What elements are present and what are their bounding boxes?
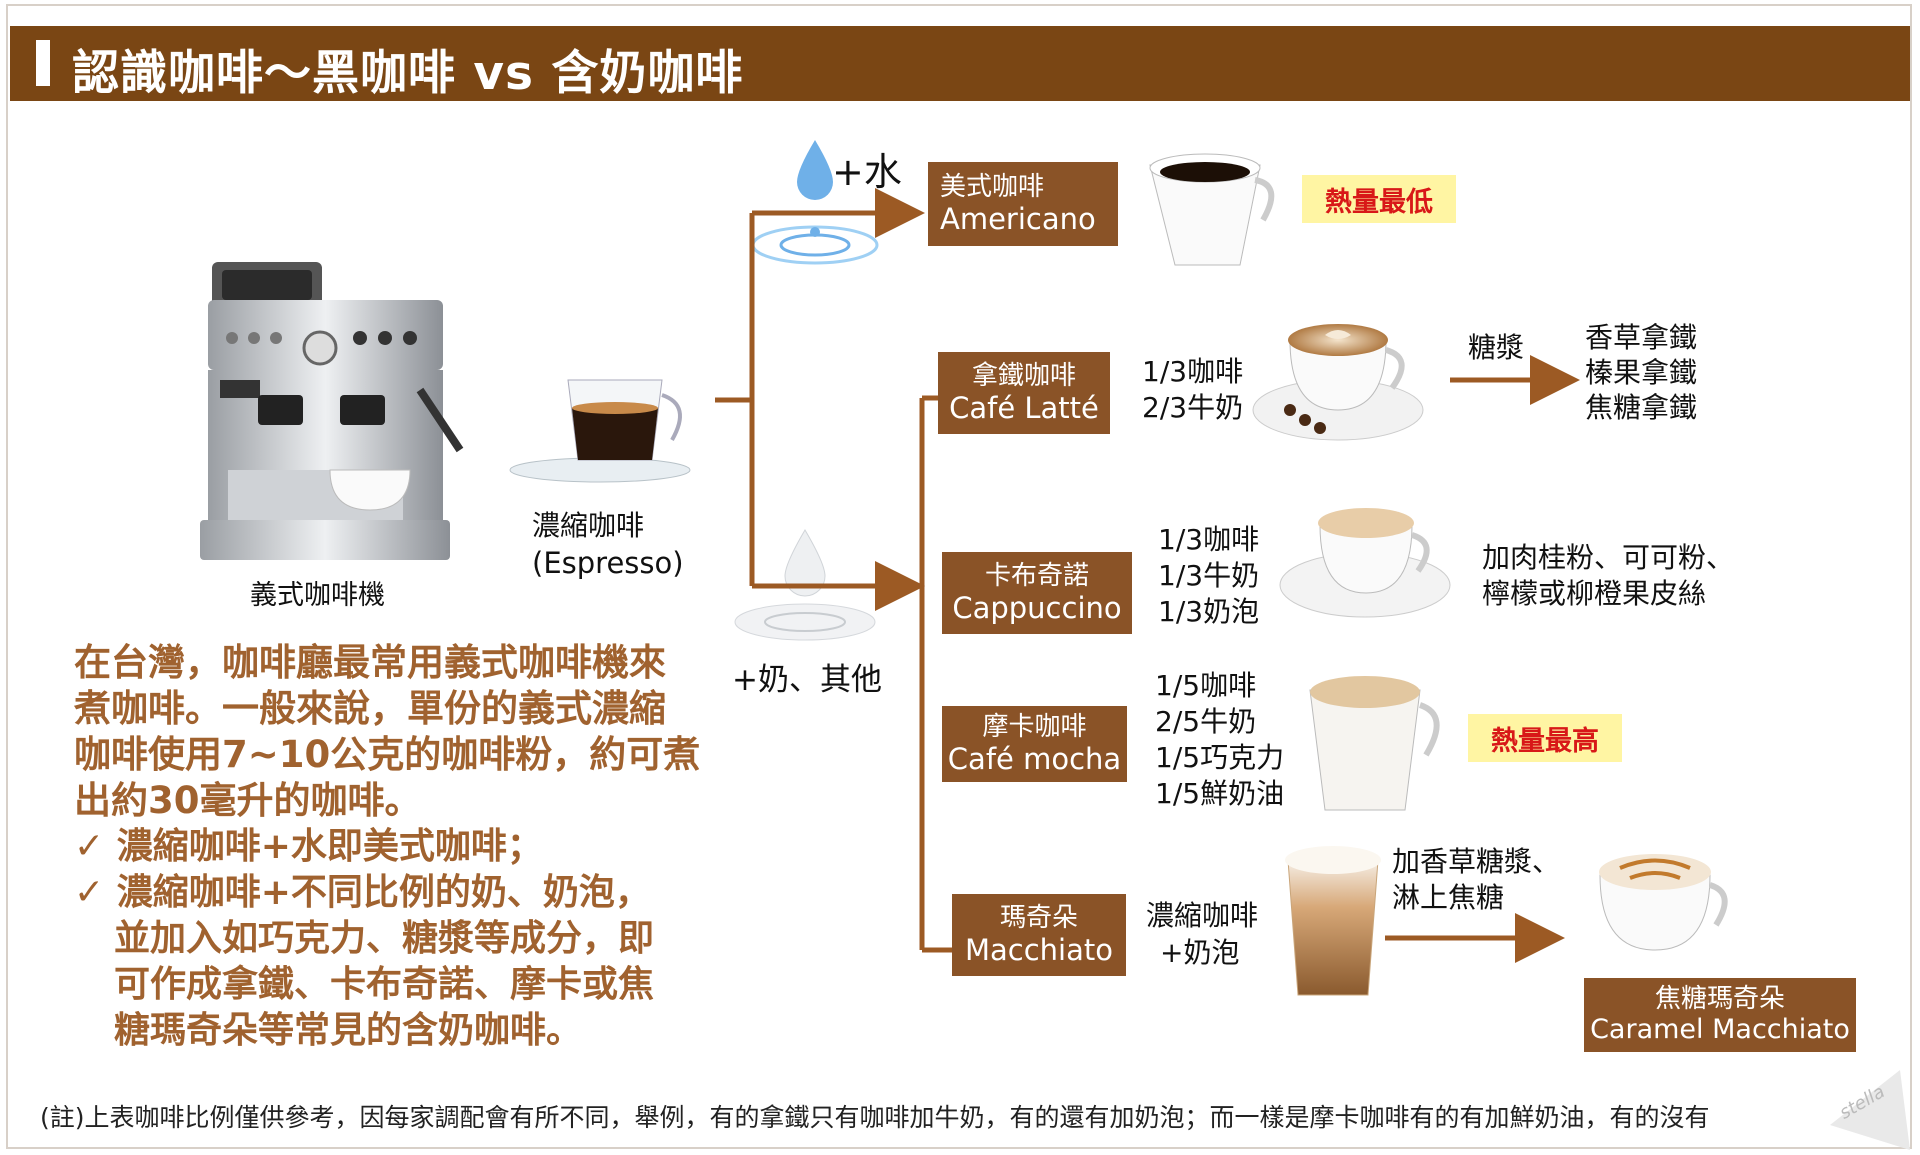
cappuccino-cup-icon (1279, 508, 1451, 618)
mocha-ratio-4: 1/5鮮奶油 (1155, 777, 1285, 810)
mocha-en: Café mocha (947, 742, 1122, 777)
check-item-text: 濃縮咖啡+不同比例的奶、奶泡， (116, 872, 651, 913)
box-macchiato: 瑪奇朵 Macchiato (952, 894, 1126, 976)
mocha-zh: 摩卡咖啡 (982, 711, 1087, 742)
mocha-ratio-2: 2/5牛奶 (1155, 705, 1257, 738)
latte-zh: 拿鐵咖啡 (971, 360, 1076, 391)
macchiato-extra-2: 淋上焦糖 (1392, 881, 1505, 914)
caramel-macchiato-cup-icon (1599, 854, 1728, 951)
box-latte: 拿鐵咖啡 Café Latté (938, 352, 1110, 434)
cappuccino-ratio-1: 1/3咖啡 (1158, 523, 1260, 556)
iced-macchiato-glass-icon (1285, 846, 1381, 996)
macchiato-ratio-2: +奶泡 (1160, 936, 1240, 969)
page-title: 認識咖啡～黑咖啡 vs 含奶咖啡 (72, 46, 744, 101)
macchiato-en: Macchiato (964, 933, 1113, 968)
espresso-cup-icon (509, 379, 691, 483)
cappuccino-en: Cappuccino (952, 591, 1122, 626)
latte-ratio-1: 1/3咖啡 (1142, 355, 1244, 388)
milk-label: +奶、其他 (732, 662, 882, 698)
paragraph-line: 咖啡使用7~10公克的咖啡粉，約可煮 (74, 733, 701, 776)
check-item-2-cont: 可作成拿鐵、卡布奇諾、摩卡或焦 (114, 964, 655, 1005)
latte-en: Café Latté (949, 391, 1099, 426)
cappuccino-ratio-3: 1/3奶泡 (1158, 595, 1260, 628)
paragraph-line: 出約30毫升的咖啡。 (74, 779, 422, 822)
macchiato-zh: 瑪奇朵 (999, 902, 1078, 933)
check-item-2: ✓ 濃縮咖啡+不同比例的奶、奶泡， (74, 870, 651, 916)
latte-ratio-2: 2/3牛奶 (1142, 391, 1244, 424)
americano-cup-icon (1149, 153, 1275, 266)
check-item-2-cont: 糖瑪奇朵等常見的含奶咖啡。 (114, 1010, 583, 1051)
box-caramel-macchiato: 焦糖瑪奇朵 Caramel Macchiato (1584, 978, 1856, 1052)
check-icon: ✓ (74, 872, 105, 913)
milk-drop-icon (734, 529, 876, 641)
intro-paragraph: 在台灣，咖啡廳最常用義式咖啡機來 煮咖啡。一般來說，單份的義式濃縮 咖啡使用7~… (74, 640, 734, 824)
cappuccino-zh: 卡布奇諾 (984, 560, 1089, 591)
latte-variant-2: 榛果拿鐵 (1585, 356, 1698, 389)
connector-lines (715, 188, 1580, 963)
caramel-macchiato-en: Caramel Macchiato (1590, 1014, 1850, 1046)
check-item-1: ✓ 濃縮咖啡+水即美式咖啡； (74, 824, 543, 870)
americano-en: Americano (940, 202, 1096, 237)
mocha-ratio-1: 1/5咖啡 (1155, 669, 1257, 702)
latte-variant-3: 焦糖拿鐵 (1585, 391, 1698, 424)
latte-cup-icon (1252, 324, 1424, 441)
badge-highest-calorie: 熱量最高 (1468, 714, 1622, 762)
latte-variant-1: 香草拿鐵 (1585, 321, 1698, 354)
paragraph-line: 煮咖啡。一般來說，單份的義式濃縮 (74, 687, 666, 730)
box-mocha: 摩卡咖啡 Café mocha (942, 706, 1127, 782)
cappuccino-extra-2: 檸檬或柳橙果皮絲 (1482, 577, 1707, 610)
latte-syrup-label: 糖漿 (1468, 331, 1525, 364)
outer-frame (6, 4, 1912, 1149)
badge-lowest-calorie: 熱量最低 (1302, 175, 1456, 223)
watermark-corner (1830, 1070, 1910, 1150)
cappuccino-ratio-2: 1/3牛奶 (1158, 559, 1260, 592)
paragraph-line: 在台灣，咖啡廳最常用義式咖啡機來 (74, 641, 666, 684)
caramel-macchiato-zh: 焦糖瑪奇朵 (1654, 983, 1785, 1014)
check-icon: ✓ (74, 826, 105, 867)
water-label: +水 (832, 150, 902, 194)
header-accent-bar (36, 40, 50, 86)
footnote: (註)上表咖啡比例僅供參考，因每家調配會有所不同，舉例，有的拿鐵只有咖啡加牛奶，… (40, 1103, 1710, 1132)
header-banner: 認識咖啡～黑咖啡 vs 含奶咖啡 (10, 26, 1910, 101)
mocha-ratio-3: 1/5巧克力 (1155, 741, 1285, 774)
espresso-label-zh: 濃縮咖啡 (532, 509, 645, 542)
machine-label: 義式咖啡機 (250, 580, 385, 611)
espresso-label-en: (Espresso) (532, 546, 684, 580)
cappuccino-extra-1: 加肉桂粉、可可粉、 (1482, 541, 1735, 574)
box-americano: 美式咖啡 Americano (928, 162, 1118, 246)
americano-zh: 美式咖啡 (940, 171, 1045, 202)
macchiato-extra-1: 加香草糖漿、 (1392, 845, 1561, 878)
check-item-2-cont: 並加入如巧克力、糖漿等成分，即 (114, 918, 655, 959)
box-cappuccino: 卡布奇諾 Cappuccino (942, 552, 1132, 634)
mocha-cup-icon (1309, 676, 1440, 811)
check-item-text: 濃縮咖啡+水即美式咖啡； (116, 826, 543, 867)
macchiato-ratio-1: 濃縮咖啡 (1146, 899, 1259, 932)
espresso-machine-icon (200, 262, 464, 560)
